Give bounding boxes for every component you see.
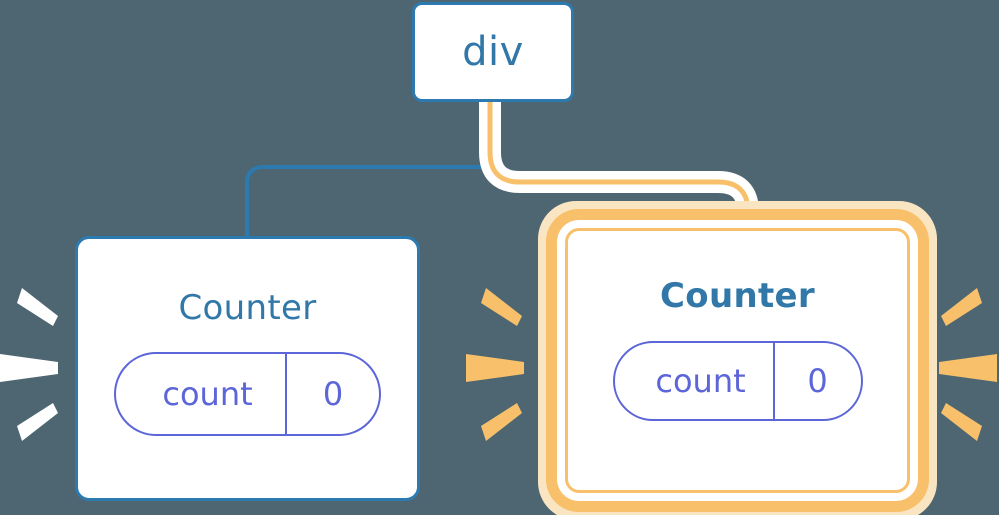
ray-icon	[481, 403, 522, 441]
state-divider	[772, 343, 775, 419]
ray-icon	[481, 288, 522, 326]
state-value-label: 0	[807, 362, 828, 400]
edge-div-to-left-counter	[245, 102, 495, 238]
node-counter-right[interactable]: Counter count 0	[565, 228, 910, 493]
ray-icon	[17, 288, 58, 326]
ray-icon	[941, 288, 982, 326]
ray-icon	[941, 403, 982, 441]
ray-icon	[0, 354, 58, 382]
node-counter-left-title: Counter	[178, 288, 317, 328]
edge-highlight-halo	[479, 100, 759, 236]
edge-div-to-right-counter	[487, 100, 751, 236]
rerender-rays-middle	[466, 282, 536, 447]
ray-icon	[17, 403, 58, 441]
node-counter-right-title: Counter	[660, 276, 815, 316]
state-pill-count-right: count 0	[612, 341, 863, 421]
node-div-label: div	[462, 29, 524, 75]
state-value-label: 0	[322, 375, 344, 413]
state-key-label: count	[162, 375, 253, 413]
node-counter-left[interactable]: Counter count 0	[75, 236, 420, 501]
state-divider	[285, 354, 287, 434]
state-key-label: count	[655, 362, 746, 400]
node-div[interactable]: div	[412, 2, 574, 102]
rerender-rays-left	[0, 282, 70, 447]
ray-icon	[466, 354, 524, 382]
rerender-rays-right	[930, 282, 999, 447]
state-pill-count-left: count 0	[114, 352, 381, 436]
ray-icon	[939, 354, 997, 382]
